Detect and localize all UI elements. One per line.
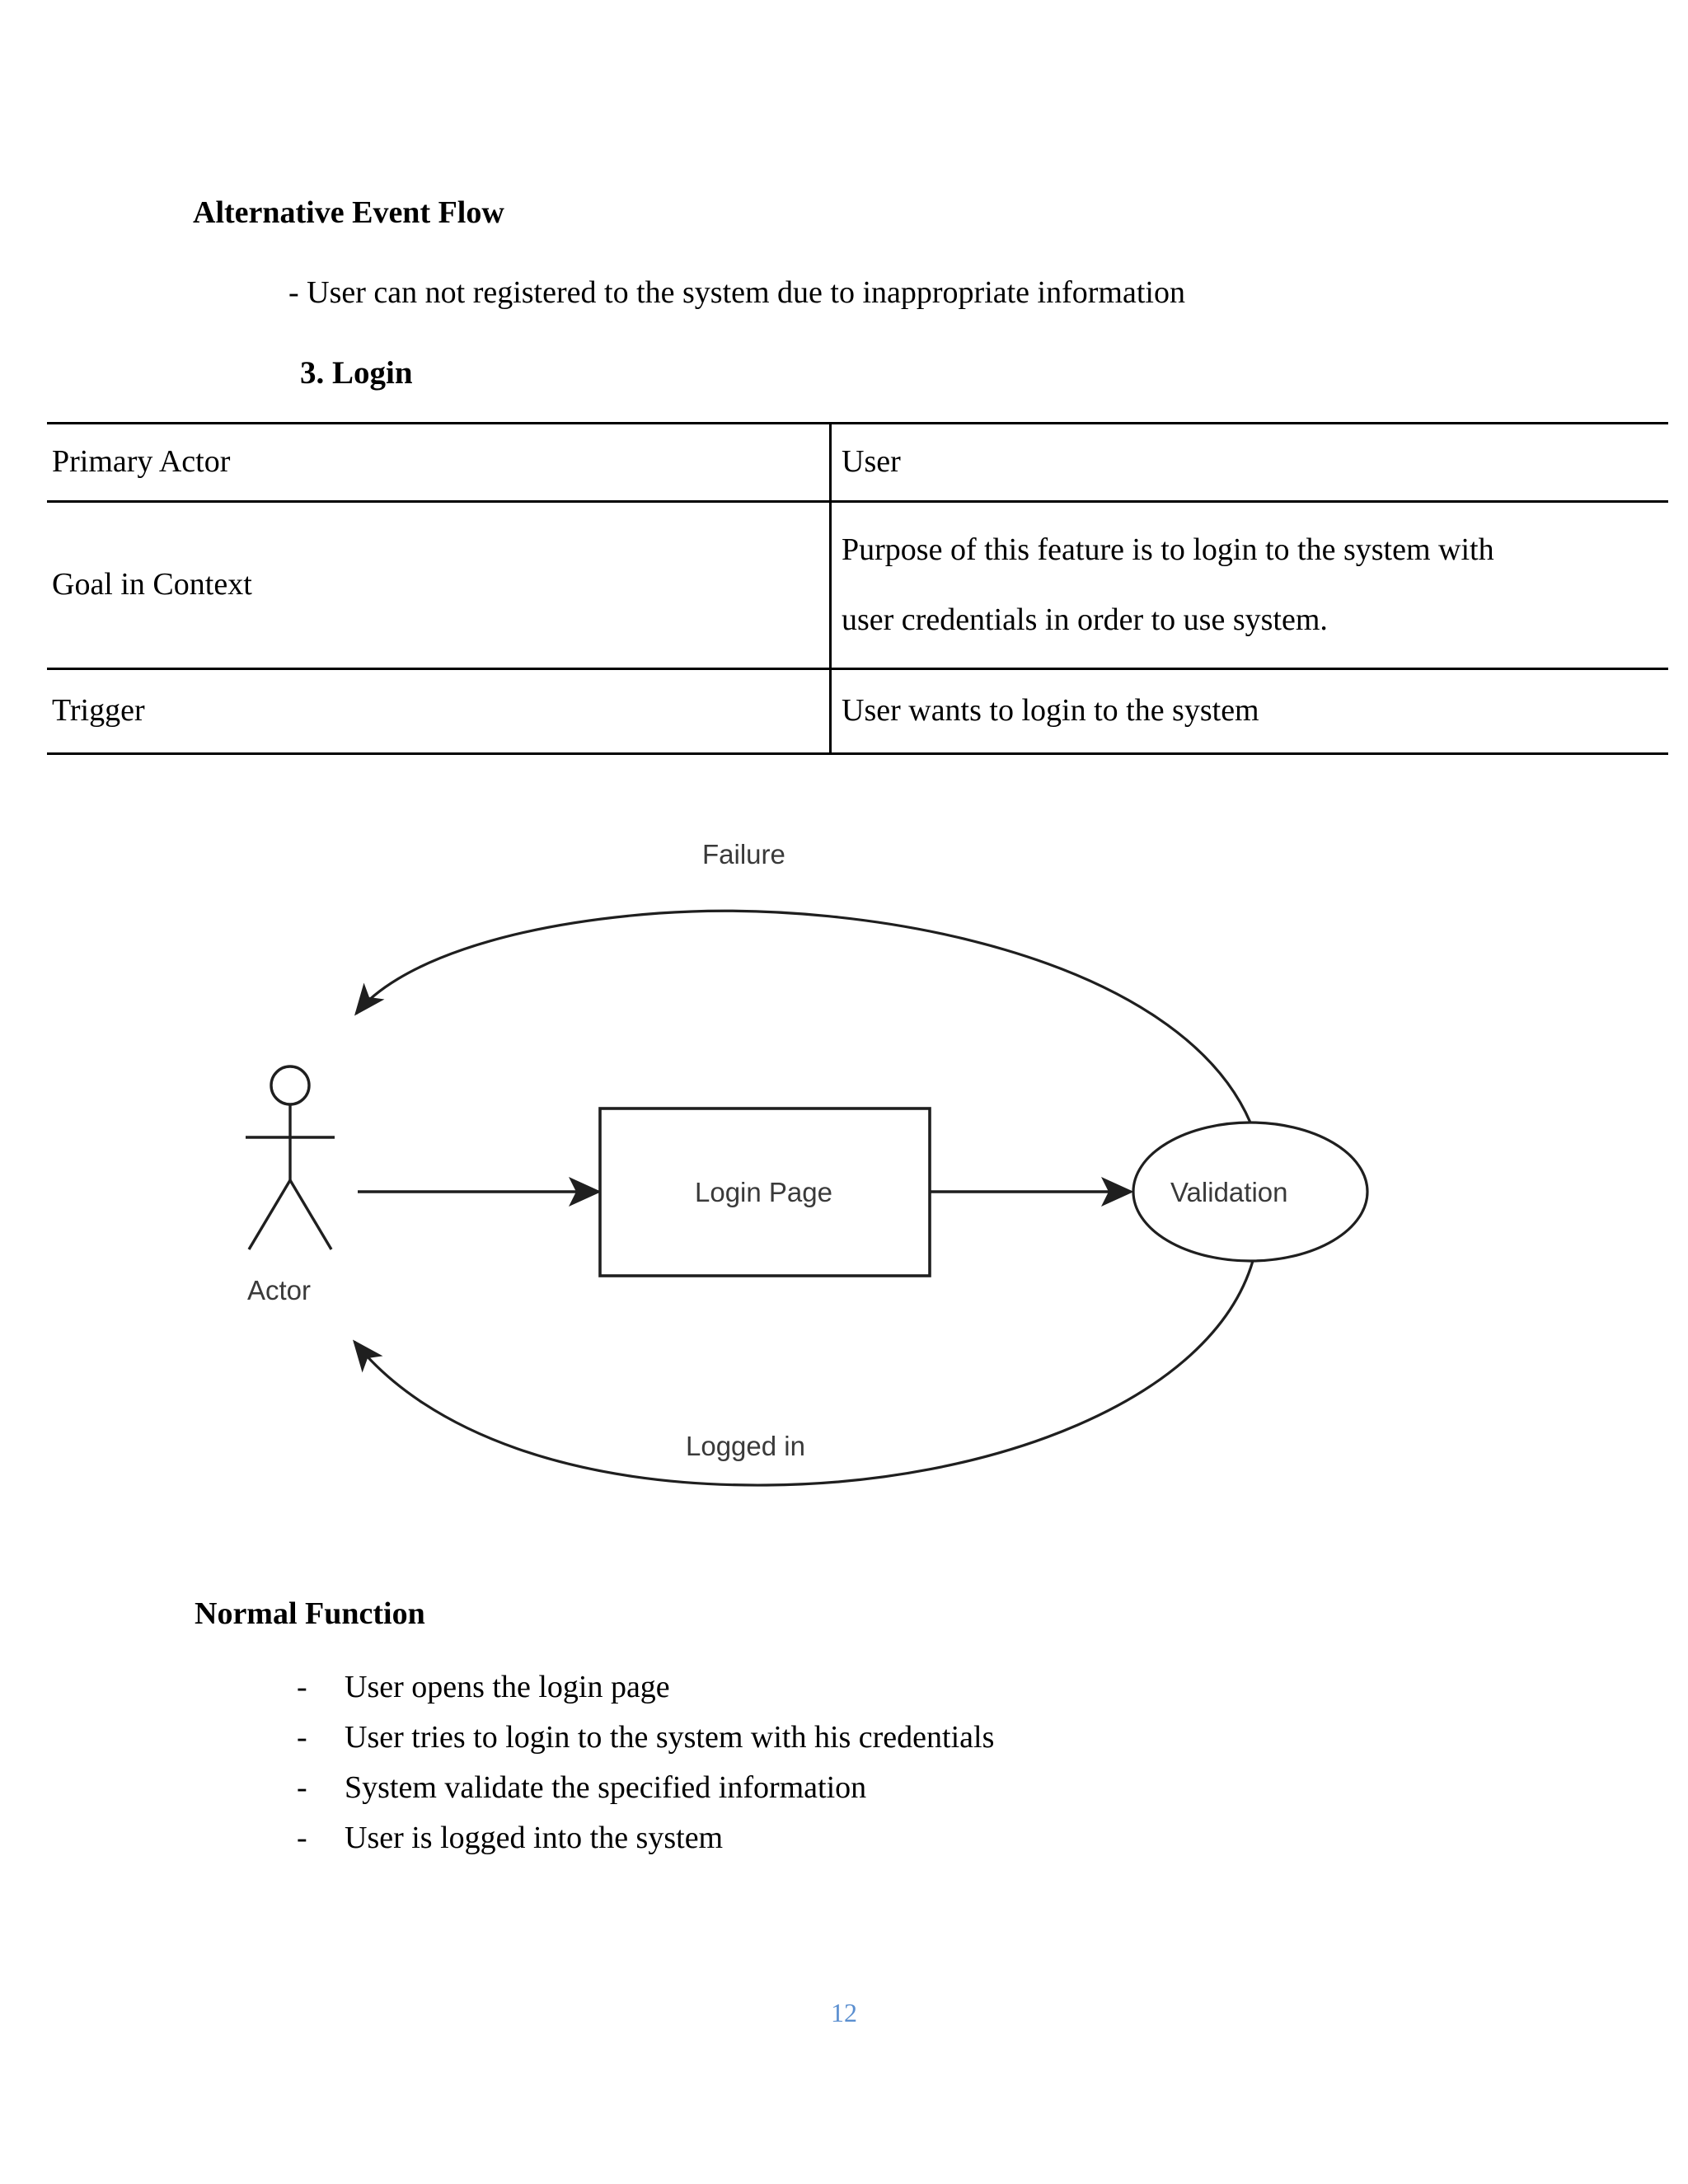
list-item-label: User is logged into the system — [345, 1821, 724, 1855]
actor-head-icon — [270, 1065, 311, 1106]
table-cell-label: Goal in Context — [47, 500, 832, 670]
failure-arc-label: Failure — [702, 839, 785, 869]
login-flow-diagram: Failure Logged in Actor Login Page — [0, 808, 1688, 1533]
table-cell-value: Purpose of this feature is to login to t… — [830, 500, 1668, 670]
table-cell-value-line: user credentials in order to use system. — [842, 602, 1328, 637]
table-cell-value: User wants to login to the system — [830, 668, 1668, 755]
actor-label: Actor — [247, 1275, 311, 1305]
failure-arc — [354, 909, 1252, 1123]
list-item-label: User opens the login page — [345, 1670, 670, 1704]
bullet-marker: - — [297, 1770, 307, 1805]
logged-in-arc — [352, 1260, 1254, 1487]
page-number: 12 — [831, 1998, 857, 2027]
table-cell-label: Trigger — [47, 668, 832, 755]
login-section-heading: 3. Login — [300, 355, 413, 391]
normal-function-heading: Normal Function — [195, 1596, 425, 1631]
list-item: - System validate the specified informat… — [297, 1772, 1451, 1803]
list-item-label: User tries to login to the system with h… — [345, 1720, 995, 1755]
table-row: Goal in Context Purpose of this feature … — [47, 500, 1668, 670]
list-item: - User is logged into the system — [297, 1822, 1451, 1854]
table-cell-value: User — [830, 422, 1668, 503]
actor-leg-left — [247, 1179, 292, 1250]
list-item: - User tries to login to the system with… — [297, 1722, 1451, 1753]
table-row: Primary Actor User — [47, 422, 1668, 503]
actor-figure — [246, 1065, 335, 1250]
login-page-box — [598, 1107, 931, 1277]
bullet-marker: - — [297, 1670, 307, 1704]
alternative-event-flow-heading: Alternative Event Flow — [193, 195, 504, 230]
use-case-table: Primary Actor User Goal in Context Purpo… — [47, 422, 1668, 755]
bullet-marker: - — [297, 1720, 307, 1755]
list-item-label: System validate the specified informatio… — [345, 1770, 867, 1805]
validation-ellipse — [1132, 1121, 1369, 1263]
table-row: Trigger User wants to login to the syste… — [47, 668, 1668, 755]
table-cell-value-line: Purpose of this feature is to login to t… — [842, 532, 1494, 567]
logged-in-arc-label: Logged in — [686, 1431, 805, 1461]
validation-label: Validation — [1170, 1177, 1288, 1207]
actor-leg-right — [288, 1179, 333, 1250]
list-item: - User opens the login page — [297, 1671, 1451, 1703]
login-page-label: Login Page — [695, 1177, 832, 1207]
alternative-event-flow-item: - User can not registered to the system … — [288, 275, 1185, 310]
table-cell-label: Primary Actor — [47, 422, 832, 503]
bullet-marker: - — [297, 1821, 307, 1855]
normal-function-list: - User opens the login page - User tries… — [297, 1671, 1451, 1872]
